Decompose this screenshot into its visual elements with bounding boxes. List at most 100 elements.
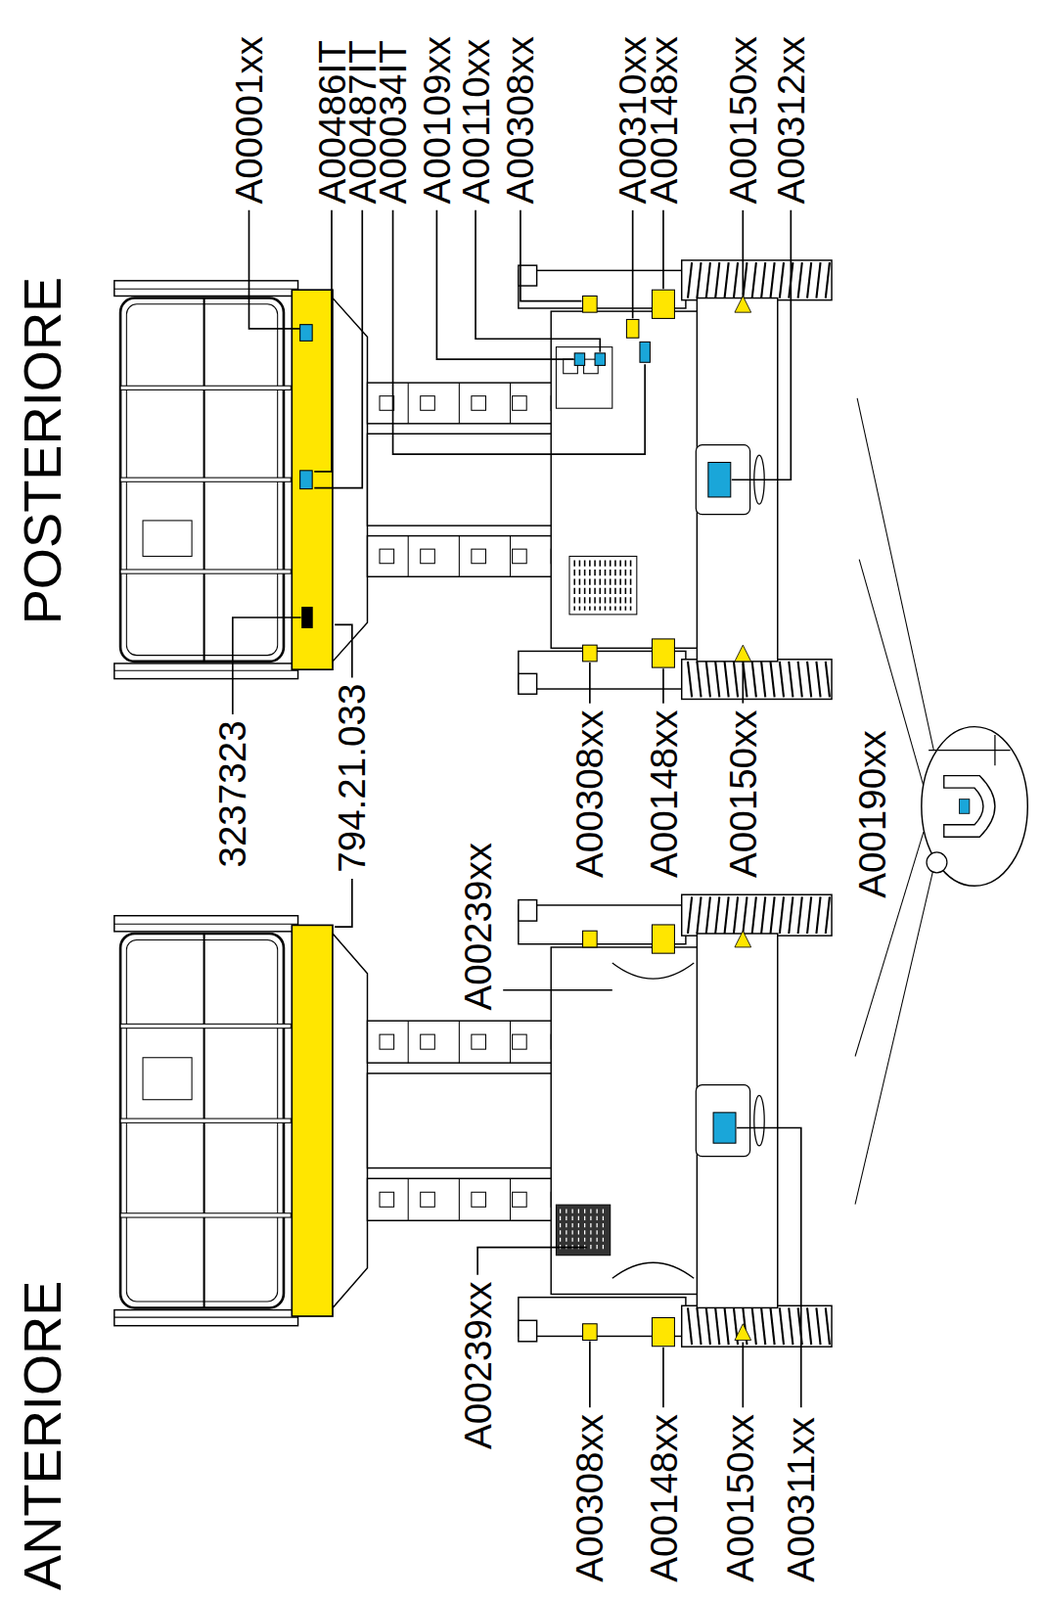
scissor-arm	[366, 1177, 572, 1221]
grille-slot	[573, 560, 576, 611]
leader-line	[662, 210, 665, 289]
tyre-tread	[770, 661, 774, 698]
detail-edge	[994, 734, 996, 766]
rail-post	[114, 663, 299, 680]
scissor-line	[407, 382, 409, 424]
scissor-joint	[512, 1034, 528, 1049]
leader-line	[662, 1347, 665, 1408]
tyre-tread	[687, 262, 692, 299]
scissor-joint	[512, 1191, 528, 1207]
leader-line	[232, 617, 302, 715]
rear-view	[114, 260, 832, 699]
tyre-tread	[724, 262, 729, 299]
leader-line	[632, 210, 635, 319]
tyre-tread	[687, 661, 692, 698]
decal-code: A00308xx	[571, 709, 610, 878]
scissor-arm	[366, 382, 572, 424]
engine-grille	[569, 555, 637, 614]
decal-code: A00148xx	[644, 1413, 683, 1583]
tyre-tread	[779, 262, 784, 299]
scissor-line	[407, 1177, 409, 1221]
leader-line	[588, 662, 591, 704]
leader-line	[736, 1128, 802, 1408]
yellow-decal	[651, 638, 675, 668]
scissor-joint	[471, 548, 487, 564]
yellow-decal	[583, 930, 598, 948]
tyre-tread	[807, 896, 812, 934]
decal-code: A00150xx	[721, 1413, 760, 1583]
yellow-decal	[583, 644, 598, 662]
wheel	[681, 894, 832, 936]
scissor-joint	[512, 548, 528, 564]
leader-line	[248, 210, 300, 329]
decal-code: A00308xx	[571, 1413, 610, 1583]
grille-slot	[625, 560, 628, 611]
blue-decal	[300, 324, 314, 342]
yellow-decal	[651, 289, 675, 318]
leader-line	[436, 210, 574, 360]
leader-line	[520, 210, 583, 302]
tyre-tread	[779, 896, 784, 934]
decal-code: A00150xx	[724, 36, 763, 205]
decal-code: A00148xx	[644, 709, 683, 878]
leader-lines	[232, 210, 802, 1407]
platform-band	[291, 924, 333, 1316]
leader-line	[741, 1342, 744, 1408]
warning-triangle	[734, 644, 752, 662]
step-tread	[584, 1208, 586, 1251]
rail-upright	[120, 1118, 291, 1123]
grille-slot	[630, 560, 633, 611]
scissor-arm	[366, 1020, 572, 1063]
scissor-line	[509, 382, 511, 424]
scissor-line	[458, 1177, 460, 1221]
leader-line	[741, 210, 744, 296]
tyre-tread	[807, 262, 812, 299]
step-tread	[571, 1208, 573, 1251]
scissor-line	[458, 536, 460, 578]
detail-circle	[921, 726, 1028, 887]
blue-decal	[713, 1112, 736, 1143]
decal-code: A00148xx	[644, 36, 683, 205]
leader-line	[731, 210, 791, 480]
detail-line	[857, 398, 934, 751]
hose	[612, 1262, 694, 1278]
grille-slot	[609, 560, 612, 611]
tyre-tread	[742, 896, 747, 934]
tyre-tread	[815, 661, 820, 698]
black-decal	[302, 607, 313, 629]
tyre-tread	[825, 896, 830, 934]
scissor-line	[509, 536, 511, 578]
scissor-line	[407, 1020, 409, 1063]
rail-post-line	[114, 923, 299, 925]
step-tread	[565, 1208, 567, 1251]
tyre-tread	[752, 1307, 757, 1345]
scissor-line	[509, 1020, 511, 1063]
tyre-tread	[687, 1307, 692, 1345]
grille-slot	[579, 560, 582, 611]
tyre-tread	[687, 896, 692, 934]
rail-upright	[120, 1023, 291, 1028]
tyre-tread	[825, 661, 830, 698]
rail-post-line	[114, 670, 299, 672]
decal-code: A00110xx	[456, 39, 496, 205]
grille-slot	[584, 560, 587, 611]
tyre-tread	[761, 661, 766, 698]
yellow-decal	[626, 318, 639, 338]
tyre-tread	[825, 262, 830, 299]
step-tread	[559, 1208, 561, 1251]
scissor-line	[458, 382, 460, 424]
tyre-tread	[815, 896, 820, 934]
scissor-joint	[512, 396, 528, 411]
tyre-tread	[715, 661, 720, 698]
rail-upright	[120, 477, 291, 482]
wheel	[681, 1305, 832, 1347]
platform-band	[291, 289, 333, 670]
decal-code: A00311xx	[781, 1416, 820, 1583]
tyre-tread	[715, 262, 720, 299]
grille-slot	[604, 560, 607, 611]
scissor-joint	[420, 1034, 436, 1049]
warning-triangle	[734, 1323, 752, 1341]
leader-line	[314, 210, 363, 489]
hose	[612, 962, 694, 979]
